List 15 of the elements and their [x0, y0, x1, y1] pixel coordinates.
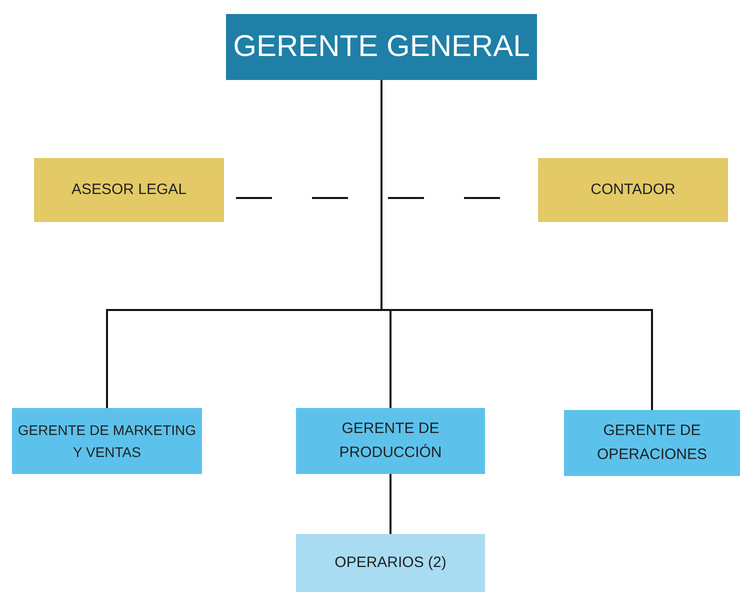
org-box	[564, 410, 740, 476]
role-title: GERENTE GENERAL	[233, 29, 530, 65]
role-title: ASESOR LEGAL	[71, 180, 187, 200]
role-title: OPERARIOS (2)	[334, 553, 446, 573]
role-title: GERENTE DE OPERACIONES	[596, 421, 708, 465]
org-box	[296, 534, 485, 592]
role-title: CONTADOR	[590, 180, 676, 200]
org-box	[296, 408, 485, 474]
connector	[390, 474, 392, 534]
org-box	[12, 408, 202, 474]
role-title: GERENTE DE PRODUCCIÓN	[338, 419, 443, 463]
org-box	[34, 158, 224, 222]
org-box	[226, 14, 537, 80]
org-box	[538, 158, 728, 222]
role-title: GERENTE DE MARKETING Y VENTAS	[16, 420, 198, 462]
